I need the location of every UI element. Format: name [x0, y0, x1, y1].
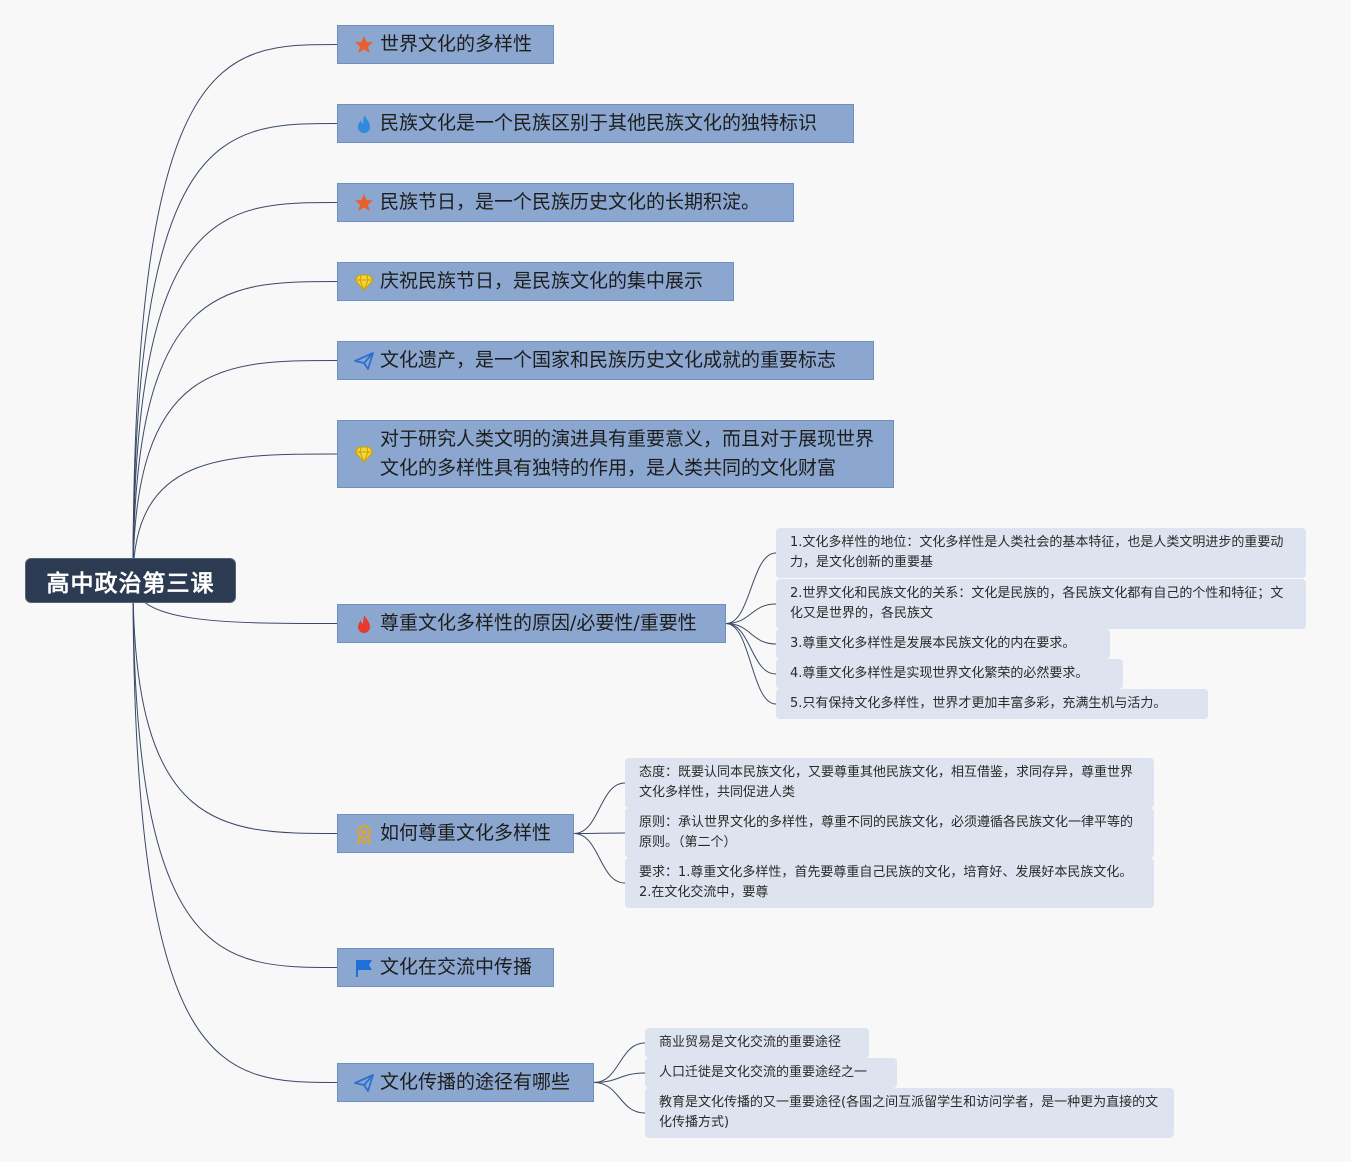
topic-cultural-heritage[interactable]: 文化遗产，是一个国家和民族历史文化成就的重要标志	[337, 341, 874, 380]
connector-line	[132, 579, 338, 968]
subtopic-label: 原则：承认世界文化的多样性，尊重不同的民族文化，必须遵循各民族文化一律平等的原则…	[639, 815, 1134, 850]
subtopic-label: 1.文化多样性的地位：文化多样性是人类社会的基本特征，也是人类文明进步的重要动力…	[790, 535, 1284, 570]
topic-label: 世界文化的多样性	[380, 33, 533, 55]
subtopic-item[interactable]: 商业贸易是文化交流的重要途径	[645, 1028, 869, 1058]
diamond-icon	[354, 272, 374, 292]
topic-label: 文化遗产，是一个国家和民族历史文化成就的重要标志	[380, 349, 837, 371]
topic-culture-in-exchange[interactable]: 文化在交流中传播	[337, 948, 554, 987]
connector-line	[725, 623, 777, 675]
root-topic[interactable]: 高中政治第三课	[25, 558, 236, 603]
star-icon	[354, 35, 374, 55]
topic-label: 文化在交流中传播	[380, 956, 533, 978]
topic-label: 民族节日，是一个民族历史文化的长期积淀。	[380, 191, 761, 213]
topic-national-culture-identity[interactable]: 民族文化是一个民族区别于其他民族文化的独特标识	[337, 104, 854, 143]
connector-line	[132, 453, 338, 581]
connector-line	[725, 603, 777, 624]
connector-line	[725, 552, 777, 624]
topic-celebrate-festival[interactable]: 庆祝民族节日，是民族文化的集中展示	[337, 262, 734, 301]
subtopic-item[interactable]: 教育是文化传播的又一重要途径(各国之间互派留学生和访问学者，是一种更为直接的文化…	[645, 1088, 1174, 1138]
subtopic-label: 人口迁徙是文化交流的重要途经之一	[659, 1065, 868, 1080]
topic-label: 如何尊重文化多样性	[380, 822, 552, 844]
subtopic-item[interactable]: 4.尊重文化多样性是实现世界文化繁荣的必然要求。	[776, 659, 1123, 689]
connector-line	[573, 832, 626, 834]
subtopic-label: 4.尊重文化多样性是实现世界文化繁荣的必然要求。	[790, 666, 1089, 681]
connector-line	[573, 782, 626, 834]
connector-line	[725, 623, 777, 705]
paper-plane-icon	[354, 351, 374, 371]
topic-cultural-transmission-paths[interactable]: 文化传播的途径有哪些	[337, 1063, 594, 1102]
diamond-icon	[354, 444, 374, 464]
connector-line	[132, 579, 338, 834]
topic-label: 文化传播的途径有哪些	[380, 1071, 571, 1093]
topic-label: 庆祝民族节日，是民族文化的集中展示	[380, 270, 704, 292]
topic-national-festival[interactable]: 民族节日，是一个民族历史文化的长期积淀。	[337, 183, 794, 222]
subtopic-label: 要求：1.尊重文化多样性，首先要尊重自己民族的文化，培育好、发展好本民族文化。2…	[639, 865, 1133, 900]
subtopic-item[interactable]: 2.世界文化和民族文化的关系：文化是民族的，各民族文化都有自己的个性和特征；文化…	[776, 579, 1306, 629]
flame-red-icon	[354, 614, 374, 634]
topic-world-culture-diversity[interactable]: 世界文化的多样性	[337, 25, 554, 64]
flag-icon	[354, 958, 374, 978]
flame-blue-icon	[354, 114, 374, 134]
connector-line	[725, 623, 777, 645]
subtopic-item[interactable]: 3.尊重文化多样性是发展本民族文化的内在要求。	[776, 629, 1110, 659]
subtopic-label: 态度：既要认同本民族文化，又要尊重其他民族文化，相互借鉴，求同存异，尊重世界文化…	[639, 765, 1134, 800]
connector-line	[132, 360, 338, 581]
subtopic-item[interactable]: 人口迁徙是文化交流的重要途经之一	[645, 1058, 897, 1088]
subtopic-item[interactable]: 态度：既要认同本民族文化，又要尊重其他民族文化，相互借鉴，求同存异，尊重世界文化…	[625, 758, 1154, 808]
subtopic-label: 2.世界文化和民族文化的关系：文化是民族的，各民族文化都有自己的个性和特征；文化…	[790, 586, 1284, 621]
connector-line	[593, 1072, 646, 1083]
connector-line	[593, 1042, 646, 1083]
medal-icon	[354, 824, 374, 844]
connector-line	[132, 44, 338, 581]
subtopic-item[interactable]: 要求：1.尊重文化多样性，首先要尊重自己民族的文化，培育好、发展好本民族文化。2…	[625, 858, 1154, 908]
topic-label: 对于研究人类文明的演进具有重要意义，而且对于展现世界文化的多样性具有独特的作用，…	[380, 428, 875, 479]
connector-line	[132, 281, 338, 581]
subtopic-label: 5.只有保持文化多样性，世界才更加丰富多彩，充满生机与活力。	[790, 696, 1167, 711]
subtopic-item[interactable]: 5.只有保持文化多样性，世界才更加丰富多彩，充满生机与活力。	[776, 689, 1208, 719]
topic-respect-diversity-reasons[interactable]: 尊重文化多样性的原因/必要性/重要性	[337, 604, 726, 643]
topic-heritage-significance[interactable]: 对于研究人类文明的演进具有重要意义，而且对于展现世界文化的多样性具有独特的作用，…	[337, 420, 894, 488]
subtopic-label: 商业贸易是文化交流的重要途径	[659, 1035, 842, 1050]
root-label: 高中政治第三课	[46, 570, 215, 597]
connector-line	[593, 1082, 646, 1114]
connector-line	[132, 579, 338, 1083]
subtopic-item[interactable]: 1.文化多样性的地位：文化多样性是人类社会的基本特征，也是人类文明进步的重要动力…	[776, 528, 1306, 578]
connector-line	[132, 202, 338, 581]
star-icon	[354, 193, 374, 213]
subtopic-label: 3.尊重文化多样性是发展本民族文化的内在要求。	[790, 636, 1076, 651]
paper-plane-icon	[354, 1073, 374, 1093]
subtopic-label: 教育是文化传播的又一重要途径(各国之间互派留学生和访问学者，是一种更为直接的文化…	[659, 1095, 1159, 1130]
topic-how-respect-diversity[interactable]: 如何尊重文化多样性	[337, 814, 574, 853]
subtopic-item[interactable]: 原则：承认世界文化的多样性，尊重不同的民族文化，必须遵循各民族文化一律平等的原则…	[625, 808, 1154, 858]
connector-line	[132, 123, 338, 581]
topic-label: 尊重文化多样性的原因/必要性/重要性	[380, 612, 697, 634]
connector-line	[573, 833, 626, 884]
topic-label: 民族文化是一个民族区别于其他民族文化的独特标识	[380, 112, 818, 134]
